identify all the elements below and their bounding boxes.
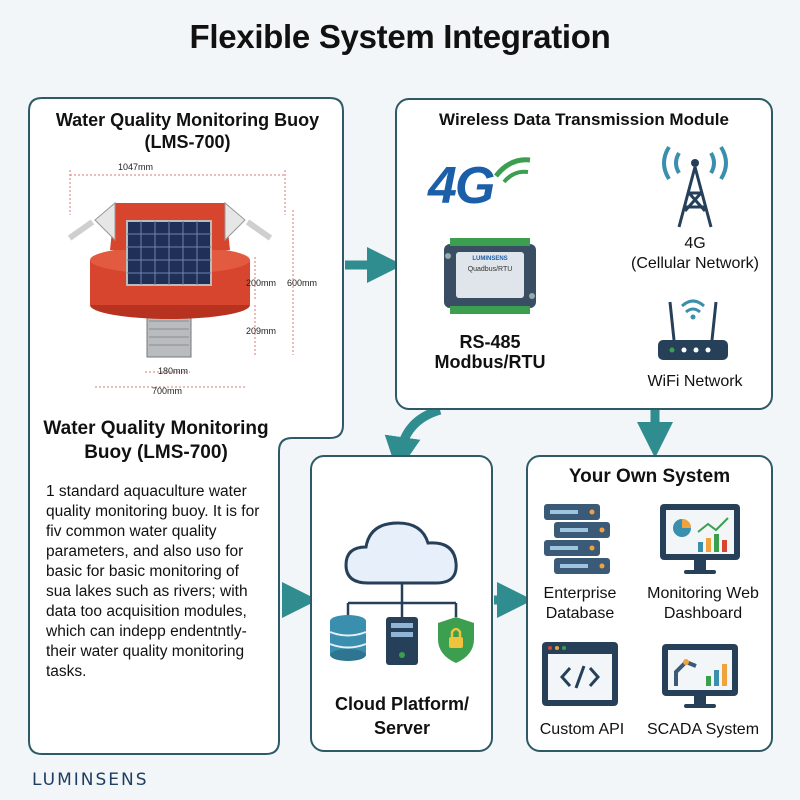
cloud-label: Cloud Platform/ Server xyxy=(318,692,486,740)
own-system-title: Your Own System xyxy=(568,466,731,487)
enterprise-database-icon xyxy=(544,504,610,574)
scada-system-label: SCADA System xyxy=(646,721,760,738)
device-brand: LUMINSENS xyxy=(472,256,508,262)
dim-width-bottom: 700mm xyxy=(152,386,183,396)
server-icon xyxy=(386,617,418,665)
cell-tower-icon xyxy=(662,145,728,228)
enterprise-database-label: Enterprise Database xyxy=(530,584,630,624)
buoy-description: 1 standard aquaculture water quality mon… xyxy=(46,483,260,680)
buoy-panel-title: Water Quality Monitoring Buoy (LMS-700) xyxy=(55,110,320,152)
security-shield-icon xyxy=(438,617,474,663)
monitoring-dashboard-line1: Monitoring Web xyxy=(647,585,759,602)
protocol-line2: Modbus/RTU xyxy=(434,352,546,372)
protocol-label: RS-485 Modbus/RTU xyxy=(415,332,565,372)
wireless-panel-title: Wireless Data Transmission Module xyxy=(439,110,729,129)
monitoring-dashboard-line2: Dashboard xyxy=(663,605,743,622)
dim-height-pipe: 209mm xyxy=(246,326,277,336)
rtu-module-icon xyxy=(444,238,536,314)
cloud-line1: Cloud Platform/ xyxy=(335,694,469,714)
cloud-server-icon xyxy=(329,521,474,665)
dim-height-total: 600mm xyxy=(287,278,318,288)
wifi-label: WiFi Network xyxy=(647,373,743,390)
arrow-wireless-to-cloud xyxy=(384,405,442,473)
buoy-illustration xyxy=(67,170,294,388)
4g-badge: 4G xyxy=(428,157,495,215)
enterprise-database-line2: Database xyxy=(545,605,615,622)
cloud-line2: Server xyxy=(373,718,431,738)
monitoring-dashboard-label: Monitoring Web Dashboard xyxy=(636,584,770,624)
dim-width-top: 1047mm xyxy=(118,162,154,172)
buoy-heading: Water Quality Monitoring Buoy (LMS-700) xyxy=(43,418,269,463)
device-model: Quadbus/RTU xyxy=(467,266,513,273)
custom-api-icon xyxy=(542,642,618,706)
cellular-line1: 4G xyxy=(684,235,706,252)
dashboard-monitor-icon xyxy=(660,504,740,574)
wifi-router-icon xyxy=(658,299,728,360)
signal-arc-icon xyxy=(494,157,531,184)
dim-pipe-diameter: 180mm xyxy=(158,366,189,376)
page-title: Flexible System Integration xyxy=(189,18,611,55)
database-icon xyxy=(329,615,367,661)
brand-logo: LUMINSENS xyxy=(32,770,149,790)
enterprise-database-line1: Enterprise xyxy=(543,585,617,602)
scada-system-icon xyxy=(662,644,738,708)
cellular-line2: (Cellular Network) xyxy=(630,255,760,272)
protocol-line1: RS-485 xyxy=(459,332,521,352)
custom-api-label: Custom API xyxy=(539,721,625,738)
cellular-label: 4G (Cellular Network) xyxy=(620,234,770,274)
dim-height-float: 200mm xyxy=(246,278,277,288)
